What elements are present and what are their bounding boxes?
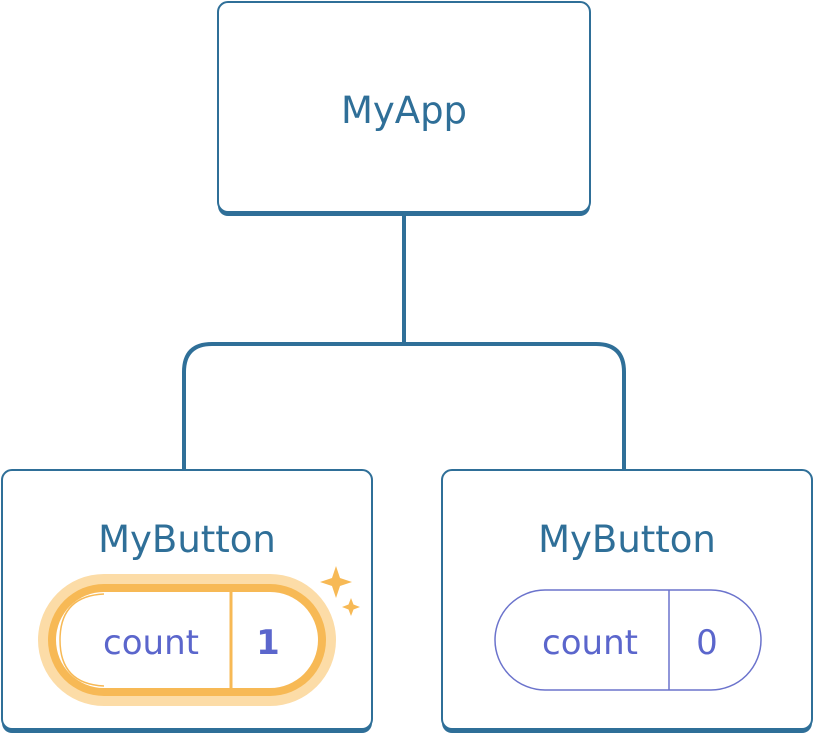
- tree-connectors: [182, 210, 626, 472]
- sparkle-icon: [320, 566, 360, 616]
- node-myapp-title: MyApp: [341, 89, 467, 132]
- sparkle-icon-large: [320, 566, 352, 598]
- state-pill-right-label: count: [542, 623, 638, 663]
- node-mybutton-right: MyButton count 0: [441, 469, 813, 733]
- state-pill-right-value: 0: [696, 623, 718, 663]
- state-pill-left-label: count: [103, 623, 199, 663]
- sparkle-icon-small: [342, 598, 360, 616]
- node-myapp: MyApp: [217, 1, 591, 216]
- state-pill-left-value: 1: [256, 623, 280, 663]
- state-pill-left-body: [56, 592, 318, 688]
- state-pill-right: count 0: [494, 589, 762, 691]
- node-mybutton-right-title: MyButton: [538, 518, 716, 561]
- state-pill-left-inner-stroke: [59, 593, 105, 687]
- connector-branch: [182, 342, 626, 472]
- state-pill-left: count 1: [38, 574, 336, 706]
- node-myapp-box: [217, 1, 591, 213]
- state-pill-right-body: [494, 589, 762, 691]
- node-mybutton-left: MyButton count 1: [1, 469, 373, 733]
- node-mybutton-left-title: MyButton: [98, 518, 276, 561]
